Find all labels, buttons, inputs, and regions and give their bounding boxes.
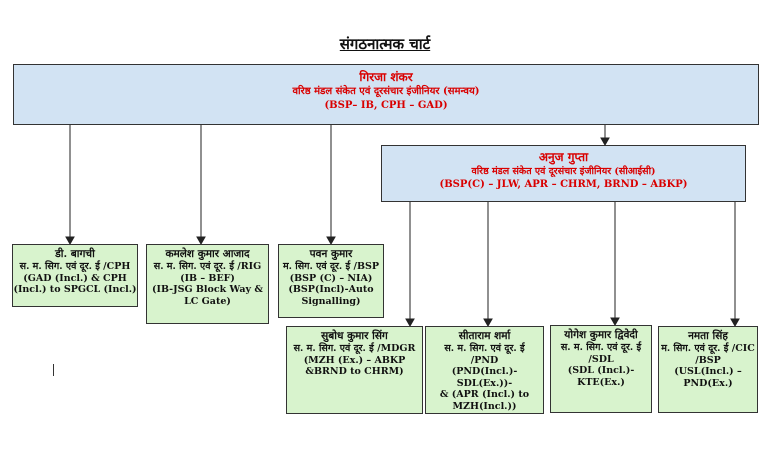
officer-name: नमता सिंह [688,330,728,342]
officer-name: योगेश कुमार द्विवेदी [564,329,638,341]
officer-name: सीताराम शर्मा [458,330,511,342]
officer-detail: स. म. सिग. एवं दूर. ई [560,342,642,353]
mid-officer-designation: वरिष्ठ मंडल संकेत एवं दूरसंचार इंजीनियर … [471,166,656,177]
officer-detail: /BSP [695,354,721,366]
stray-mark [53,364,54,376]
officer-detail: MZH(Incl.)) [452,400,517,412]
officer-box-sitaram: सीताराम शर्मा स. म. सिग. एवं दूर. ई /PND… [425,326,544,414]
officer-detail: (IB-JSG Block Way & [152,284,263,295]
officer-box-yogesh: योगेश कुमार द्विवेदी स. म. सिग. एवं दूर.… [550,325,652,413]
officer-detail: &BRND to CHRM) [305,366,404,377]
officer-detail: /SDL [588,353,614,365]
officer-detail: म. सिग. एवं दूर. ई /BSP [282,261,379,272]
officer-name: कमलेश कुमार आजाद [165,248,250,260]
officer-name: पवन कुमार [309,248,353,260]
officer-detail: स. म. सिग. एवं दूर. ई /CPH [19,261,131,272]
officer-detail: (USL(Incl.) – [674,366,742,377]
officer-box-subodh: सुबोध कुमार सिंग स. म. सिग. एवं दूर. ई /… [286,326,423,414]
officer-name: सुबोध कुमार सिंग [321,330,388,342]
chart-title: संगठनात्मक चार्ट [339,35,431,53]
officer-box-azad: कमलेश कुमार आजाद स. म. सिग. एवं दूर. ई /… [146,244,269,324]
officer-detail: स. म. सिग. एवं दूर. ई /MDGR [293,343,416,354]
officer-box-namta: नमता सिंह म. सिग. एवं दूर. ई /CIC /BSP (… [658,326,758,413]
mid-officer-name: अनुज गुप्ता [538,150,589,164]
officer-box-bagchi: डी. बागची स. म. सिग. एवं दूर. ई /CPH (GA… [12,244,138,307]
mid-officer-jurisdiction: (BSP(C) – JLW, APR – CHRM, BRND – ABKP) [439,179,688,190]
officer-name: डी. बागची [55,248,95,260]
officer-detail: (GAD (Incl.) & CPH [23,272,127,284]
officer-detail: (IB – BEF) [180,272,235,284]
officer-detail: /PND [470,354,499,366]
top-officer-designation: वरिष्ठ मंडल संकेत एवं दूरसंचार इंजीनियर … [292,86,480,97]
officer-detail: PND(Ex.) [683,377,733,389]
officer-detail: म. सिग. एवं दूर. ई /CIC [661,343,755,354]
officer-detail: (Incl.) to SPGCL (Incl.) [13,284,137,295]
officer-detail: (PND(Incl.)-SDL(Ex.))- [451,366,518,389]
officer-detail: Signalling) [301,295,361,307]
officer-detail: LC Gate) [184,295,231,307]
officer-detail: & (APR (Incl.) to [439,389,530,400]
officer-detail: (BSP (C) – NIA) [289,272,373,284]
officer-detail: (SDL (Incl.)- [567,365,635,376]
officer-detail: KTE(Ex.) [577,376,625,388]
top-officer-name: गिरजा शंकर [359,70,413,84]
officer-detail: (MZH (Ex.) – ABKP [303,354,406,366]
top-officer-jurisdiction: (BSP– IB, CPH – GAD) [324,100,448,111]
officer-box-pawan: पवन कुमार म. सिग. एवं दूर. ई /BSP (BSP (… [278,244,384,318]
officer-detail: (BSP(Incl)-Auto [288,284,374,295]
officer-detail: स. म. सिग. एवं दूर. ई [444,343,525,354]
officer-detail: स. म. सिग. एवं दूर. ई /RIG [153,261,262,272]
top-officer-box: गिरजा शंकर वरिष्ठ मंडल संकेत एवं दूरसंचा… [13,64,759,125]
mid-officer-box: अनुज गुप्ता वरिष्ठ मंडल संकेत एवं दूरसंच… [381,145,746,202]
